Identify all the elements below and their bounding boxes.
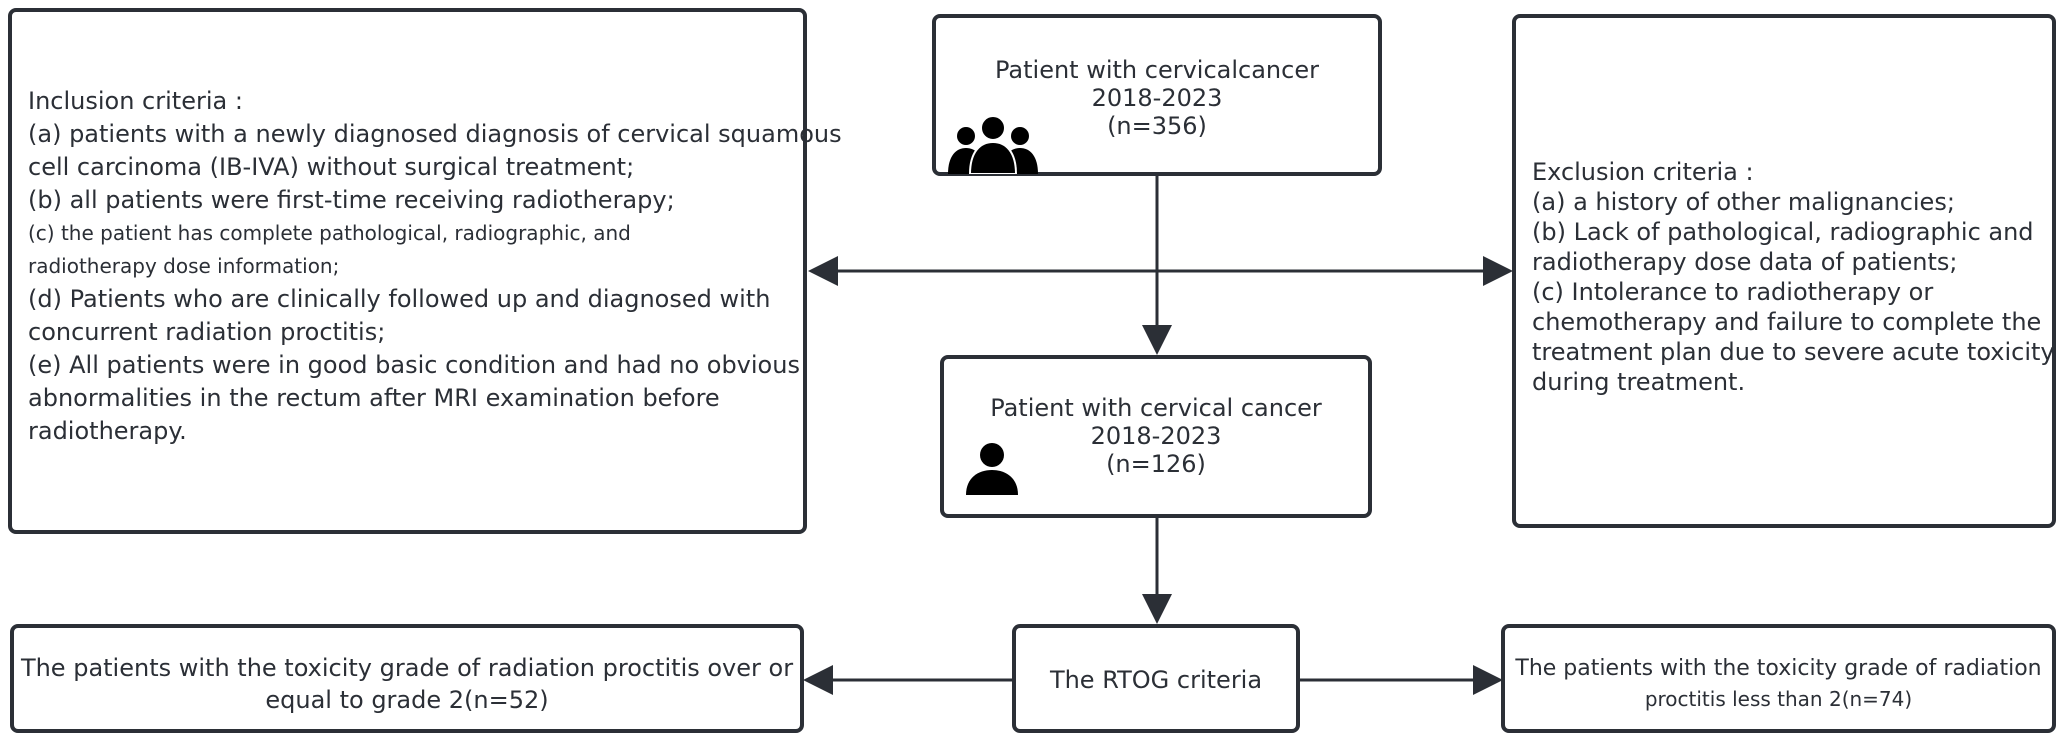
initial-cohort-title: Patient with cervicalcancer [995, 56, 1319, 84]
exclusion-line: during treatment. [1532, 368, 1746, 396]
grade-2-plus-box: The patients with the toxicity grade of … [10, 624, 804, 733]
exclusion-line: chemotherapy and failure to complete the [1532, 308, 2042, 336]
exclusion-line: treatment plan due to severe acute toxic… [1532, 338, 2055, 366]
inclusion-line: (b) all patients were first-time receivi… [28, 186, 675, 214]
final-cohort-count: (n=126) [1106, 450, 1206, 478]
exclusion-line: (c) Intolerance to radiotherapy or [1532, 278, 1934, 306]
rtog-label: The RTOG criteria [1049, 666, 1263, 694]
exclusion-line: (b) Lack of pathological, radiographic a… [1532, 218, 2034, 246]
exclusion-criteria-box: Exclusion criteria : (a) a history of ot… [1512, 14, 2056, 528]
rtog-criteria-box: The RTOG criteria [1012, 624, 1300, 733]
person-icon [966, 443, 1018, 495]
exclusion-title: Exclusion criteria : [1532, 158, 1754, 186]
inclusion-title: Inclusion criteria : [28, 87, 243, 115]
inclusion-line: cell carcinoma (IB-IVA) without surgical… [28, 153, 635, 181]
inclusion-line: concurrent radiation proctitis; [28, 318, 386, 346]
final-cohort-years: 2018-2023 [1090, 422, 1222, 450]
inclusion-line: abnormalities in the rectum after MRI ex… [28, 384, 720, 412]
inclusion-line: radiotherapy. [28, 417, 187, 445]
inclusion-line: (a) patients with a newly diagnosed diag… [28, 120, 842, 148]
grade-2-plus-line1: The patients with the toxicity grade of … [20, 654, 794, 682]
grade-below-2-line1: The patients with the toxicity grade of … [1515, 656, 2042, 681]
grade-below-2-box: The patients with the toxicity grade of … [1501, 624, 2056, 733]
initial-cohort-count: (n=356) [1107, 112, 1207, 140]
exclusion-line: (a) a history of other malignancies; [1532, 188, 1955, 216]
inclusion-criteria-box: Inclusion criteria : (a) patients with a… [8, 8, 842, 534]
inclusion-line: (c) the patient has complete pathologica… [28, 221, 631, 245]
inclusion-line: radiotherapy dose information; [28, 254, 340, 278]
inclusion-line: (d) Patients who are clinically followed… [28, 285, 771, 313]
exclusion-line: radiotherapy dose data of patients; [1532, 248, 1958, 276]
grade-2-plus-line2: equal to grade 2(n=52) [265, 686, 549, 714]
final-cohort-title: Patient with cervical cancer [990, 394, 1322, 422]
group-people-icon [948, 115, 1038, 174]
inclusion-line: (e) All patients were in good basic cond… [28, 351, 800, 379]
initial-cohort-box: Patient with cervicalcancer 2018-2023 (n… [932, 14, 1382, 176]
grade-below-2-line2: proctitis less than 2(n=74) [1644, 687, 1913, 711]
initial-cohort-years: 2018-2023 [1091, 84, 1223, 112]
